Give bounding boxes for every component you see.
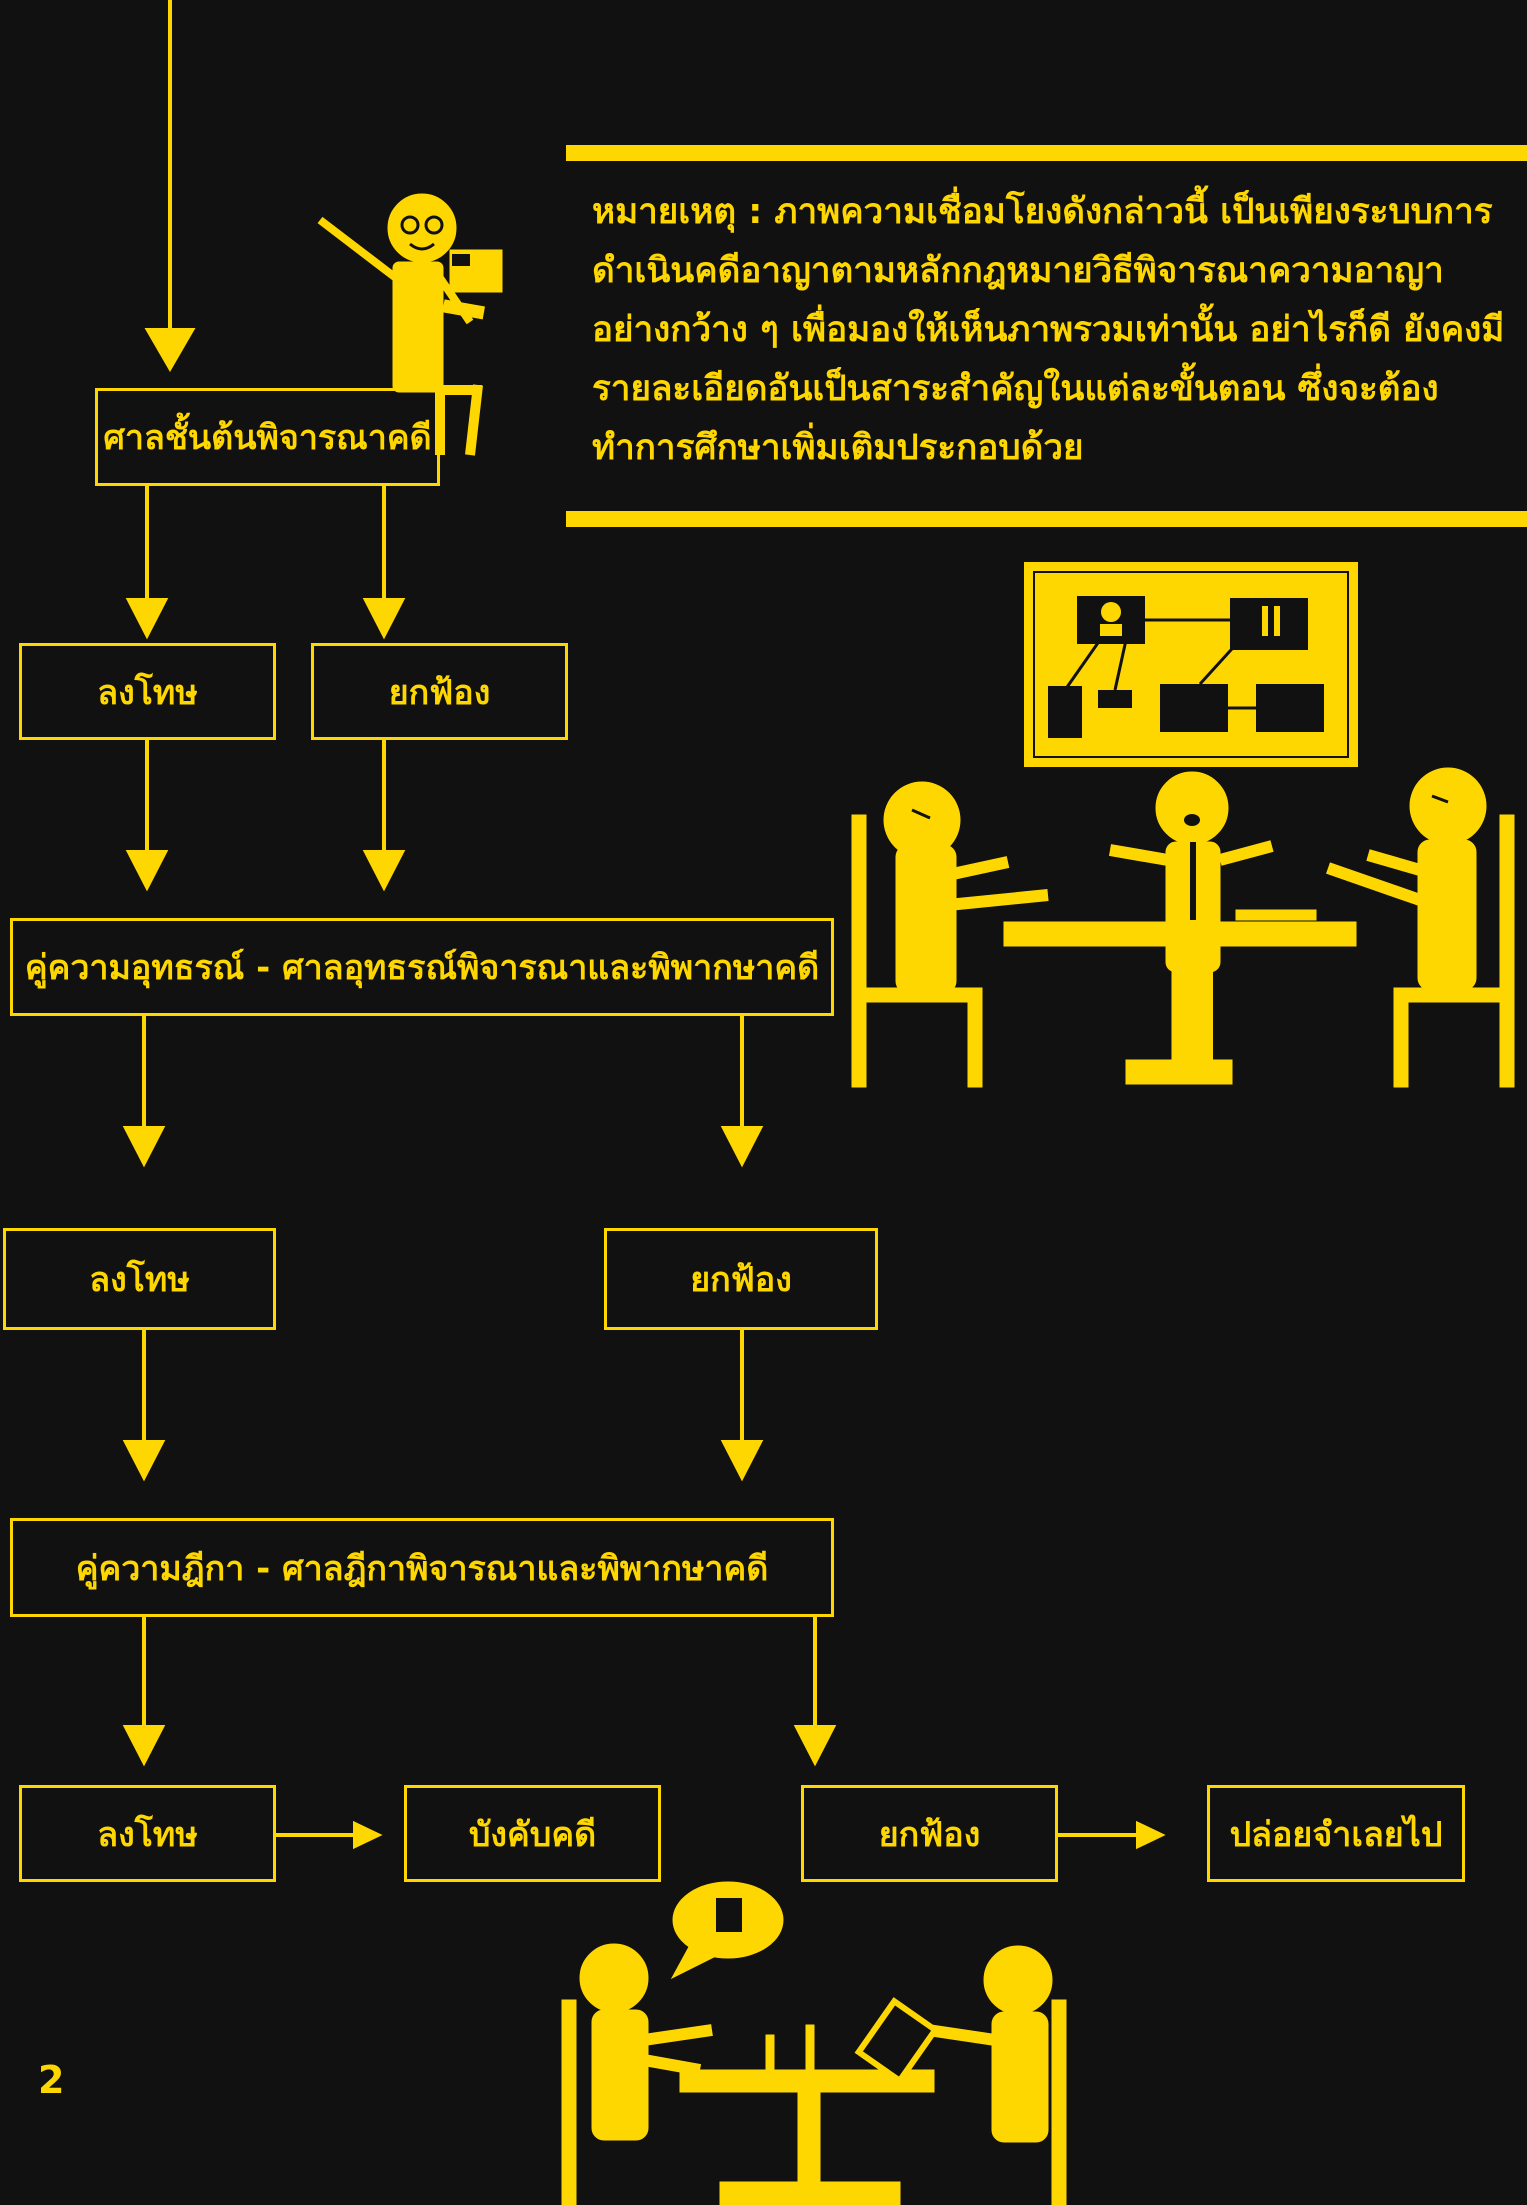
arrow-convict-to-supreme [122,1330,166,1482]
appeal-box: คู่ความอุทธรณ์ - ศาลอุทธรณ์พิจารณาและพิพ… [10,918,834,1016]
arrow-first-to-convict [125,486,169,640]
arrow-supreme-to-dismiss [793,1617,837,1767]
arrow-appeal-to-dismiss [720,1016,764,1168]
enforce-box: บังคับคดี [404,1785,661,1882]
arrow-top-incoming [144,0,196,372]
appeal-convict-box: ลงโทษ [3,1228,276,1330]
arrow-convict-to-appeal [125,740,169,892]
appeal-dismiss-box: ยกฟ้อง [604,1228,878,1330]
release-box: ปล่อยจำเลยไป [1207,1785,1465,1882]
arrow-supreme-to-convict [122,1617,166,1767]
page-number: 2 [38,2058,65,2102]
supreme-convict-box: ลงโทษ [19,1785,276,1882]
interrogation-table-scene [851,767,1515,1088]
first-dismiss-box: ยกฟ้อง [311,643,568,740]
arrow-dismiss-to-release [1058,1820,1166,1850]
arrow-dismiss-to-appeal [362,740,406,892]
arrow-dismiss-to-supreme [720,1330,764,1482]
evidence-board-icon [1024,562,1358,767]
arrow-first-to-dismiss [362,486,406,640]
arrow-appeal-to-convict [122,1016,166,1168]
first-instance-box: ศาลชั้นต้นพิจารณาคดี [95,388,440,486]
camera-operator-figure [317,193,503,456]
negotiation-table-scene [561,1881,1067,2205]
arrow-convict-to-enforce [275,1820,383,1850]
supreme-dismiss-box: ยกฟ้อง [801,1785,1058,1882]
first-convict-box: ลงโทษ [19,643,276,740]
note-text: หมายเหตุ : ภาพความเชื่อมโยงดังกล่าวนี้ เ… [566,145,1527,527]
supreme-box: คู่ความฎีกา - ศาลฎีกาพิจารณาและพิพากษาคด… [10,1518,834,1617]
